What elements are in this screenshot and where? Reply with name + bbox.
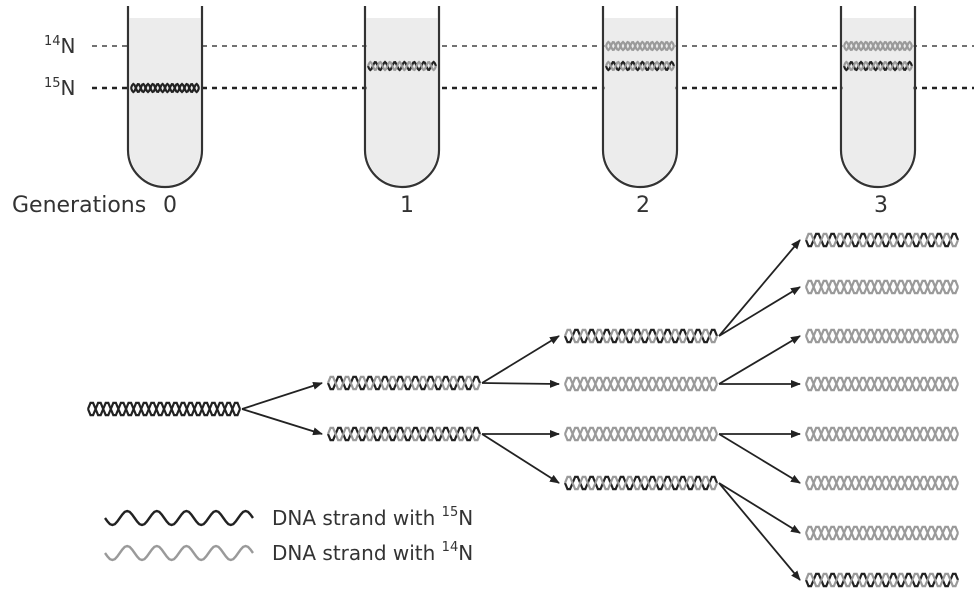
tube-outline [363,6,441,189]
replication-arrows [241,239,801,581]
legend-heavy-strand-swatch [104,509,254,527]
legend-light-label: DNA strand with 14N [272,540,473,565]
n15-isotope-label: 15N [44,76,76,100]
legend-heavy-label: DNA strand with 15N [272,505,473,530]
test-tube-generation-2 [601,6,679,189]
dna-molecule-gen3-light [804,525,960,541]
tube-outline [126,6,204,189]
dna-band-hybrid [842,60,914,72]
dna-molecule-gen3-light [804,475,960,491]
dna-molecule-gen2-hybrid [563,328,719,344]
dna-band-light [604,40,676,52]
tube-liquid [366,18,438,186]
replication-arrow [718,239,801,337]
replication-arrow [241,408,323,436]
n14-isotope-label: 14N [44,34,76,58]
replication-arrow [481,379,560,388]
test-tube-generation-3 [839,6,917,189]
dna-molecule-gen1-hybrid [326,375,482,391]
dna-band-hybrid [366,60,438,72]
replication-arrow [718,482,801,534]
dna-molecule-gen3-light [804,426,960,442]
test-tube-generation-0 [126,6,204,189]
dna-band-hybrid [604,60,676,72]
legend [104,509,254,562]
replication-tree [86,232,960,588]
tube-liquid [129,18,201,186]
legend-light-strand-swatch [104,544,254,562]
generations-label: Generations [12,193,146,218]
tube-liquid [842,18,914,186]
dna-molecule-gen3-light [804,279,960,295]
generation-1-label: 1 [400,193,414,218]
generation-0-label: 0 [163,193,177,218]
dna-band-light [842,40,914,52]
tube-liquid [604,18,676,186]
replication-arrow [718,286,801,337]
centrifuge-tubes [126,6,917,189]
tube-outline [839,6,917,189]
dna-molecule-gen3-light [804,328,960,344]
replication-arrow [718,482,801,581]
dna-molecule-gen3-hybrid [804,232,960,248]
dna-molecule-gen1-hybrid [326,426,482,442]
dna-molecule-gen2-hybrid [563,475,719,491]
dna-molecule-gen3-hybrid [804,572,960,588]
dna-molecule-gen3-light [804,376,960,392]
dna-molecule-gen2-light [563,426,719,442]
dna-molecule-gen0-heavy [86,401,242,417]
dna-band-heavy [129,82,201,94]
replication-arrow [241,381,323,410]
dna-molecule-gen2-light [563,376,719,392]
replication-arrow [481,335,560,384]
test-tube-generation-1 [363,6,441,189]
replication-arrow [718,335,801,385]
replication-arrow [481,433,560,484]
replication-arrow [718,433,801,484]
generation-2-label: 2 [636,193,650,218]
tube-outline [601,6,679,189]
generation-3-label: 3 [874,193,888,218]
